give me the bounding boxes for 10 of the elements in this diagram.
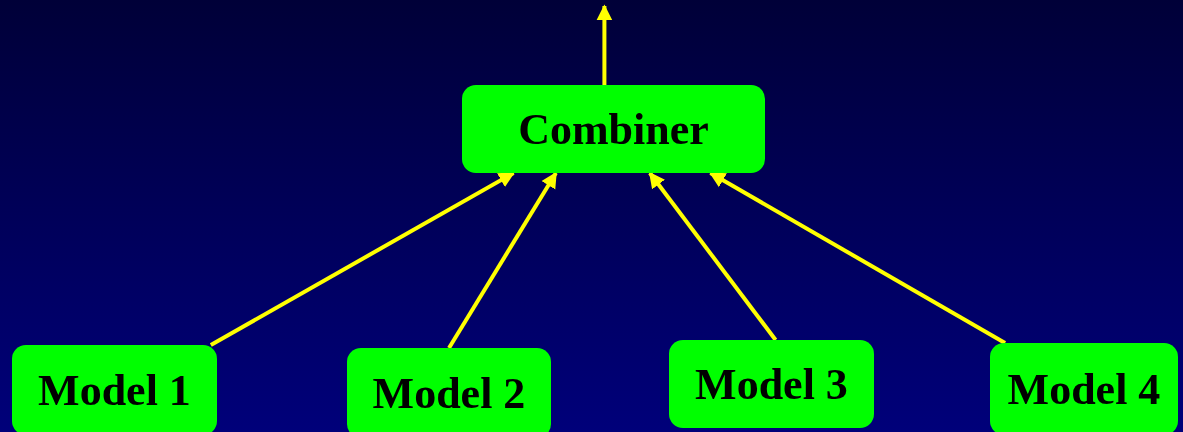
process-box: Combiner <box>462 85 765 173</box>
arrow <box>447 171 558 350</box>
process-box: Model 2 <box>347 348 551 432</box>
process-box: Model 1 <box>12 345 217 432</box>
arrow <box>596 4 613 85</box>
arrow <box>648 171 778 342</box>
arrow <box>209 171 515 347</box>
arrow <box>709 171 1007 345</box>
process-box: Model 4 <box>990 343 1178 432</box>
process-box: Model 3 <box>669 340 874 428</box>
